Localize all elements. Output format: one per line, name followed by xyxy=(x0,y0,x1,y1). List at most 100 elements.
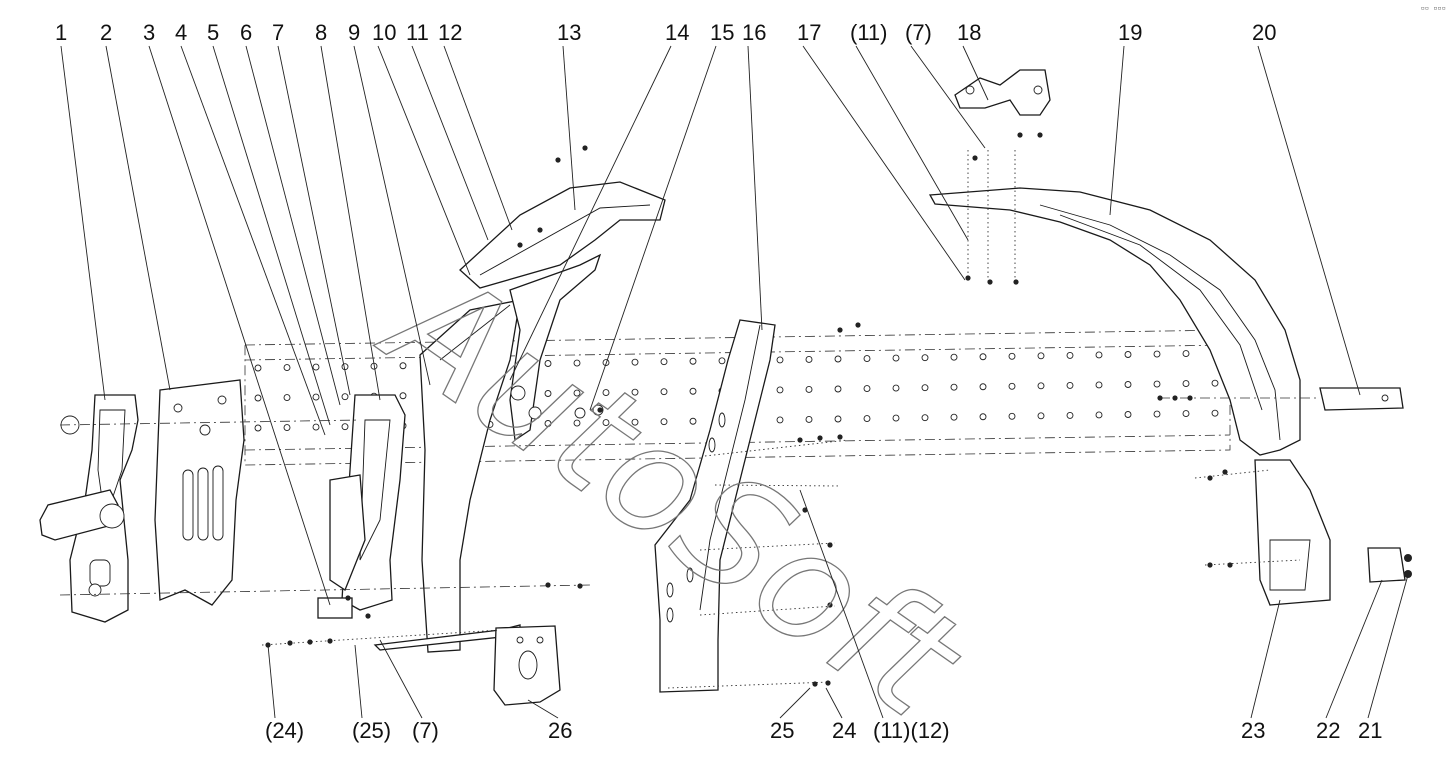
leader-line-top-6 xyxy=(245,45,341,406)
rail-hole xyxy=(631,358,639,366)
bolt xyxy=(1207,562,1213,568)
callout-top-21: 19 xyxy=(1118,20,1142,45)
callout-top-10: 10 xyxy=(372,20,396,45)
leader-line-top-8 xyxy=(320,45,381,401)
rail-hole xyxy=(776,386,784,394)
callout-top-18: (11) xyxy=(850,20,888,45)
rail-hole xyxy=(1008,412,1016,420)
rail-hole xyxy=(863,355,871,362)
rail-hole xyxy=(660,358,668,366)
callout-bottom-9: 22 xyxy=(1316,718,1340,743)
rail-hole xyxy=(1124,411,1132,418)
rail-hole xyxy=(399,392,407,400)
callout-top-19: (7) xyxy=(905,20,932,45)
leader-line-bottom-6 xyxy=(825,687,843,719)
callout-bottom-1: (24) xyxy=(265,718,304,743)
bolt xyxy=(327,638,333,644)
bolt xyxy=(827,542,833,548)
leader-line-top-9 xyxy=(353,45,431,386)
bolt xyxy=(517,242,523,248)
callout-top-12: 12 xyxy=(438,20,462,45)
rail-hole xyxy=(689,387,697,395)
bolt xyxy=(1222,469,1228,475)
callout-top-7: 7 xyxy=(272,20,284,45)
callout-top-8: 8 xyxy=(315,20,327,45)
bolt xyxy=(812,681,818,687)
bolt xyxy=(797,437,803,443)
callout-bottom-4: 26 xyxy=(548,718,572,743)
callout-bottom-10: 21 xyxy=(1358,718,1382,743)
callout-bottom-8: 23 xyxy=(1241,718,1265,743)
rail-hole xyxy=(892,354,900,362)
rail-hole xyxy=(921,414,929,422)
leader-line-top-17 xyxy=(802,45,966,281)
fasteners xyxy=(265,132,1233,687)
rail-hole xyxy=(892,414,900,422)
rail-hole xyxy=(573,389,581,397)
leader-line-bottom-10 xyxy=(1367,574,1409,719)
rail-hole xyxy=(689,417,697,425)
rail-hole xyxy=(1153,350,1161,358)
callout-top-11: 11 xyxy=(406,20,429,45)
callout-bottom-7: (11)(12) xyxy=(873,718,950,743)
bolt xyxy=(365,613,371,619)
callout-top-9: 9 xyxy=(348,20,360,45)
leader-line-bottom-3 xyxy=(379,639,423,719)
leader-line-bottom-9 xyxy=(1325,579,1383,719)
leader-line-top-21 xyxy=(1109,45,1125,216)
rail-hole xyxy=(660,388,668,396)
rail-hole xyxy=(805,416,813,423)
bolt xyxy=(837,327,843,333)
rail-hole xyxy=(1124,351,1132,358)
rail-hole xyxy=(283,364,291,371)
bolt xyxy=(1013,279,1019,285)
rail-hole xyxy=(1153,380,1161,388)
rail-hole xyxy=(1066,381,1074,389)
bolt xyxy=(1017,132,1023,138)
leader-line-top-13 xyxy=(562,45,576,211)
rail-hole xyxy=(1153,410,1161,418)
leader-line-bottom-2 xyxy=(354,644,363,719)
corner-mark: ▫▫ ▫▫▫ xyxy=(1420,4,1446,12)
rail-hole xyxy=(1182,380,1190,388)
rail-hole xyxy=(312,363,320,371)
callout-top-17: 17 xyxy=(797,20,821,45)
part-13-fender-arc xyxy=(459,181,666,442)
callout-top-4: 4 xyxy=(175,20,187,45)
rail-hole xyxy=(1066,411,1074,419)
bolt xyxy=(827,602,833,608)
rail-hole xyxy=(602,389,610,397)
bolt xyxy=(1157,395,1163,401)
bolt xyxy=(545,582,551,588)
rail-hole xyxy=(283,394,291,401)
part-20-rear-bracket xyxy=(1160,387,1404,411)
rail-hole xyxy=(341,393,349,401)
callout-top-20: 18 xyxy=(957,20,981,45)
leader-line-top-18 xyxy=(855,45,969,241)
callout-top-16: 16 xyxy=(742,20,766,45)
rail-hole xyxy=(1037,412,1045,420)
rail-hole xyxy=(950,383,958,391)
rail-hole xyxy=(863,415,871,422)
leader-line-top-15 xyxy=(589,45,717,411)
bolt xyxy=(345,595,351,601)
part-8-support-bracket xyxy=(317,394,406,619)
callout-top-6: 6 xyxy=(240,20,252,45)
rail-hole xyxy=(1037,352,1045,360)
part-1-step-bracket xyxy=(39,394,139,623)
leader-line-top-22 xyxy=(1257,45,1361,396)
rail-hole xyxy=(979,383,987,391)
leader-line-top-14 xyxy=(509,45,672,381)
part-19-rear-fender xyxy=(928,187,1301,456)
rail-hole xyxy=(631,418,639,426)
leader-line-top-11 xyxy=(411,45,489,241)
bolt xyxy=(1227,562,1233,568)
leader-line-top-20 xyxy=(962,45,989,101)
callout-leaders xyxy=(60,45,1409,719)
bolt xyxy=(802,507,808,513)
callout-bottom-6: 24 xyxy=(832,718,856,743)
leader-line-top-4 xyxy=(180,45,326,436)
callout-top-22: 20 xyxy=(1252,20,1276,45)
